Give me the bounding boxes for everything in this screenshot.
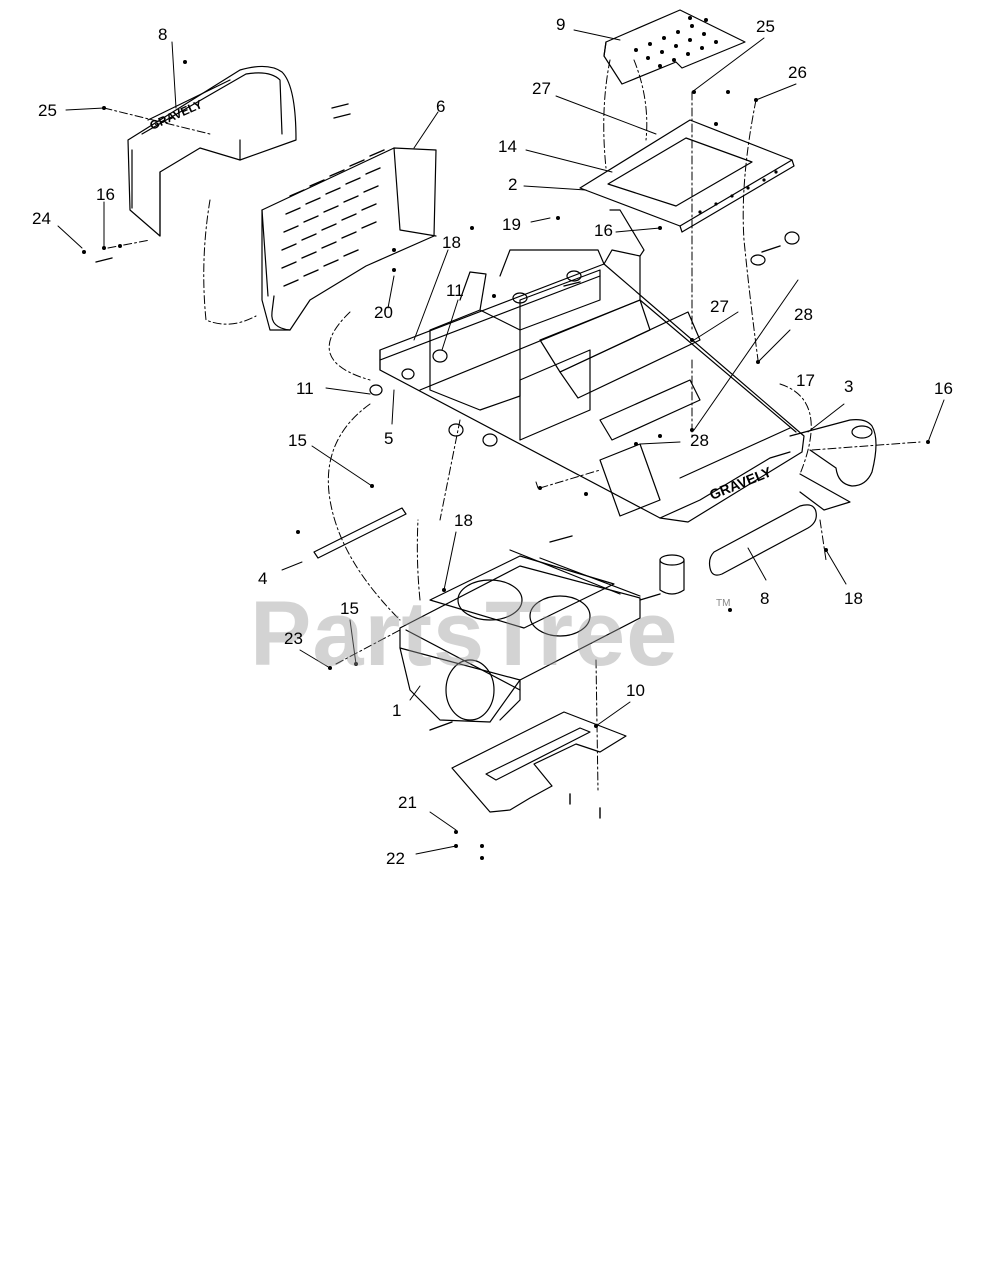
callout-10[interactable]: 10 [626,681,645,700]
callout-8[interactable]: 8 [760,589,770,608]
callout-20[interactable]: 21 [398,793,417,812]
callout-11-lower[interactable]: 11 [296,379,314,398]
caster-pivot [659,554,685,595]
callout-22[interactable]: 23 [284,629,303,648]
callout-19[interactable]: 20 [374,303,393,322]
main-frame-part-3 [379,209,805,523]
callout-15-right[interactable]: 16 [934,379,953,398]
callout-13[interactable]: 15 [340,599,359,618]
callout-11-upper[interactable]: 11 [446,281,464,300]
callout-14[interactable]: 16 [96,185,115,204]
deck-lift-frame-part-1 [399,549,641,723]
callout-23[interactable]: 24 [32,209,51,228]
callout-5[interactable]: 5 [384,429,394,448]
callout-6[interactable]: 6 [436,97,446,116]
callout-25-right[interactable]: 26 [788,63,807,82]
callout-24[interactable]: 25 [38,101,57,120]
strap-part-4 [313,507,407,559]
callout-15-left[interactable]: 15 [288,431,307,450]
callout-16-right[interactable]: 17 [796,371,815,390]
leader-lines [57,29,945,855]
callout-1[interactable]: 1 [392,701,402,720]
callout-27-right[interactable]: 28 [794,305,813,324]
callout-26[interactable]: 27 [532,79,551,98]
seat-support-part-6 [261,147,437,331]
callout-25-top[interactable]: 25 [756,17,775,36]
foot-plate-part-9 [603,9,746,85]
bumper-tube-part-8 [708,504,817,576]
watermark: PartsTree [250,583,679,685]
footrest-bracket-part-2 [579,119,795,233]
trademark-mark: TM [716,598,731,609]
callout-3[interactable]: 3 [844,377,854,396]
bolts [95,103,781,819]
rear-guard-part-7 [127,65,297,237]
callout-16-top[interactable]: 16 [594,221,613,240]
frame-brand-label: GRAVELY [707,463,774,503]
callout-16-bottom[interactable]: 18 [844,589,863,608]
callout-4[interactable]: 4 [258,569,268,588]
bushings [369,231,800,447]
caster-arm [789,419,877,511]
callout-12[interactable]: 14 [498,137,517,156]
callout-18-top[interactable]: 19 [502,215,521,234]
callout-7[interactable]: 8 [158,25,168,44]
callout-9[interactable]: 9 [556,15,566,34]
callout-17[interactable]: 18 [454,511,473,530]
callout-18-left[interactable]: 18 [442,233,461,252]
assembly-centerlines [103,59,921,791]
hardware-dots [82,60,930,860]
callout-2[interactable]: 2 [508,175,518,194]
callout-21[interactable]: 22 [386,849,405,868]
callout-28-right[interactable]: 28 [690,431,709,450]
bottom-plate-part-10 [451,711,627,813]
callout-27-left[interactable]: 27 [710,297,729,316]
